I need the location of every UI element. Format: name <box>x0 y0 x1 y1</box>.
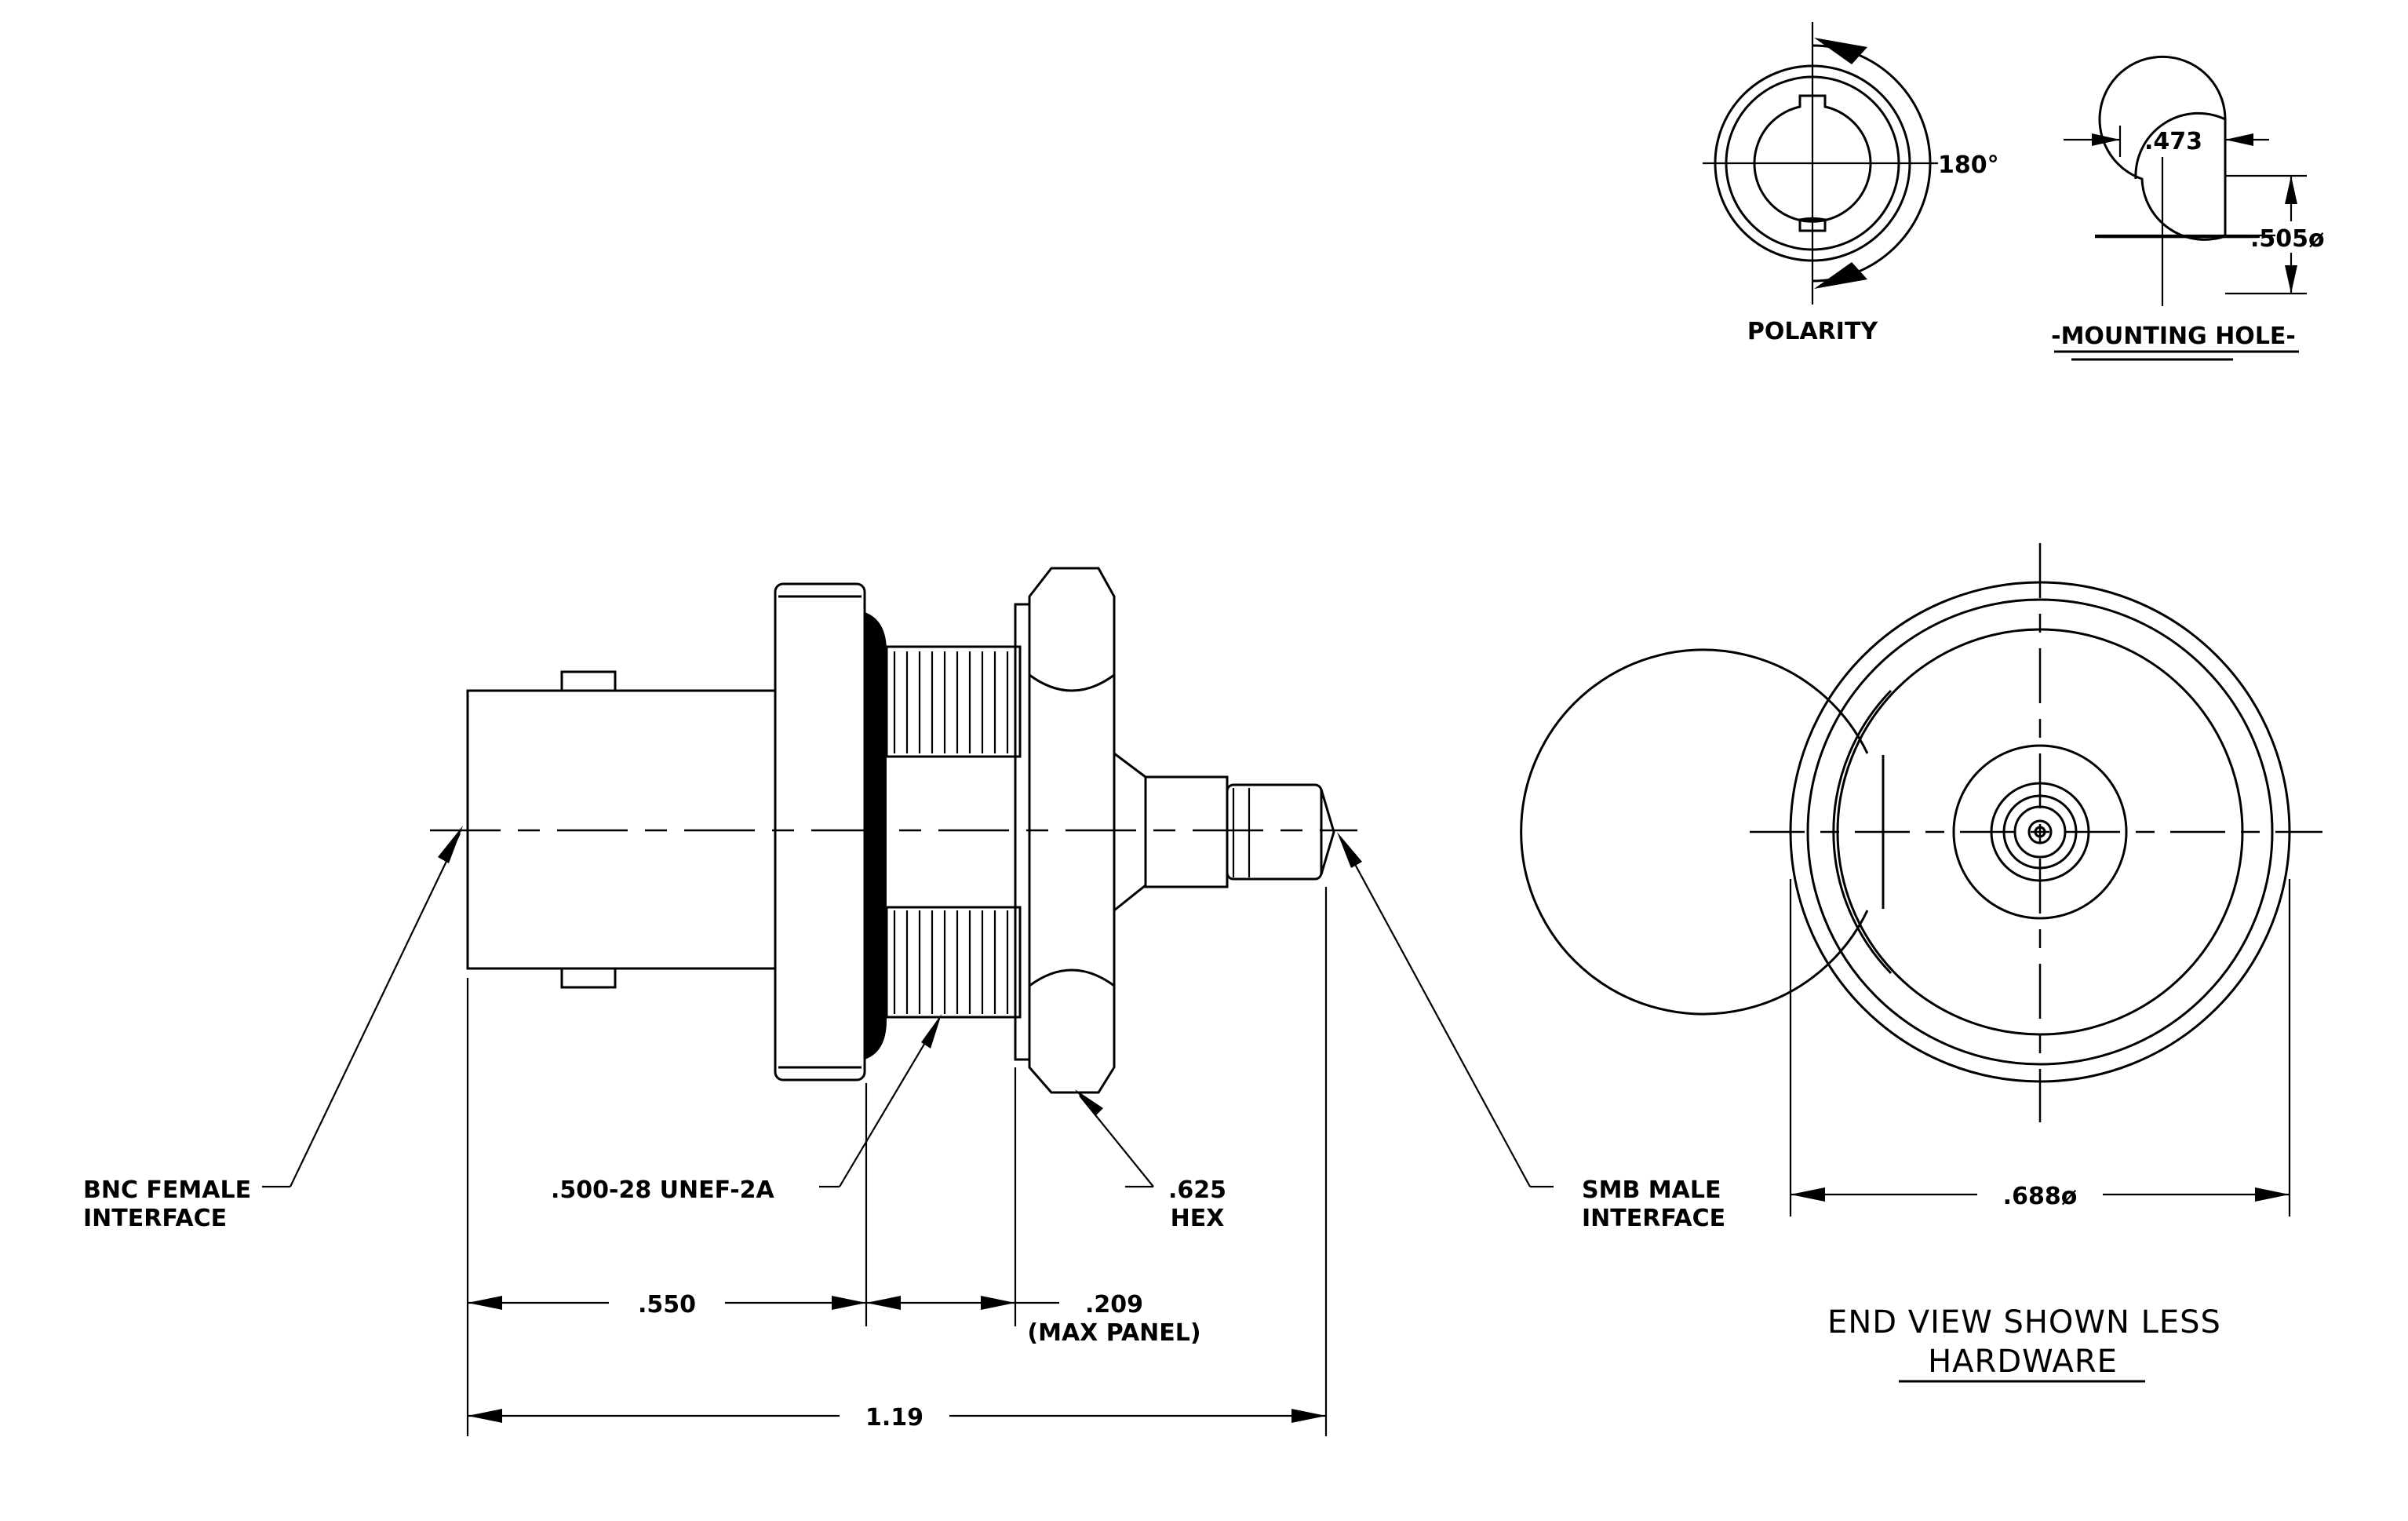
smb-interface <box>1226 783 1323 881</box>
polarity-arrow-top <box>1814 38 1867 64</box>
thread-callout: .500-28 UNEF-2A <box>551 1176 775 1204</box>
smb-callout-line1: SMB MALE <box>1582 1176 1721 1204</box>
side-view: BNC FEMALE INTERFACE .500-28 UNEF-2A .62… <box>83 567 1725 1436</box>
end-view-caption-line2: HARDWARE <box>1928 1344 2118 1380</box>
flange <box>774 582 866 1081</box>
dim-overall-length: 1.19 <box>865 1404 923 1432</box>
hex-leader-arrow <box>1075 1089 1103 1116</box>
dim-panel-note: (MAX PANEL) <box>1027 1319 1200 1347</box>
lockwasher <box>1014 603 1031 1061</box>
hex-callout-line1: .625 <box>1168 1176 1226 1204</box>
bnc-leader-arrow <box>438 826 463 863</box>
bnc-callout-line2: INTERFACE <box>83 1205 227 1232</box>
mounting-hole-view: .473 .505ø -MOUNTING HOLE- <box>2051 55 2325 361</box>
polarity-view: 180° POLARITY <box>1703 22 1999 345</box>
smb-leader-arrow <box>1337 832 1362 868</box>
mounting-hole-diameter-label: .505ø <box>2250 225 2325 253</box>
hex-callout-line2: HEX <box>1171 1205 1225 1232</box>
bnc-callout-line1: BNC FEMALE <box>83 1176 251 1204</box>
thread-bottom <box>885 906 1022 1019</box>
hex-neck <box>1113 752 1147 912</box>
smb-callout-line2: INTERFACE <box>1582 1205 1725 1232</box>
gasket <box>865 612 887 1060</box>
end-view-diameter-label: .688ø <box>2003 1183 2078 1210</box>
thread-leader-arrow <box>921 1014 942 1049</box>
thread-top <box>885 645 1022 758</box>
end-view-caption-line1: END VIEW SHOWN LESS <box>1827 1304 2221 1340</box>
bnc-bayonet-pin-bottom <box>560 967 617 989</box>
mounting-hole-width-label: .473 <box>2144 128 2202 155</box>
polarity-title: POLARITY <box>1747 318 1879 345</box>
dim-flange-length: .550 <box>638 1291 696 1319</box>
polarity-arrow-bottom <box>1814 262 1867 289</box>
dim-panel: .209 <box>1085 1291 1143 1319</box>
end-view: .688ø END VIEW SHOWN LESS HARDWARE <box>1520 543 2322 1383</box>
polarity-angle-label: 180° <box>1938 151 1999 179</box>
smb-shell <box>1144 775 1229 888</box>
mounting-hole-title: -MOUNTING HOLE- <box>2051 323 2296 350</box>
bnc-bayonet-pin-top <box>560 670 617 692</box>
